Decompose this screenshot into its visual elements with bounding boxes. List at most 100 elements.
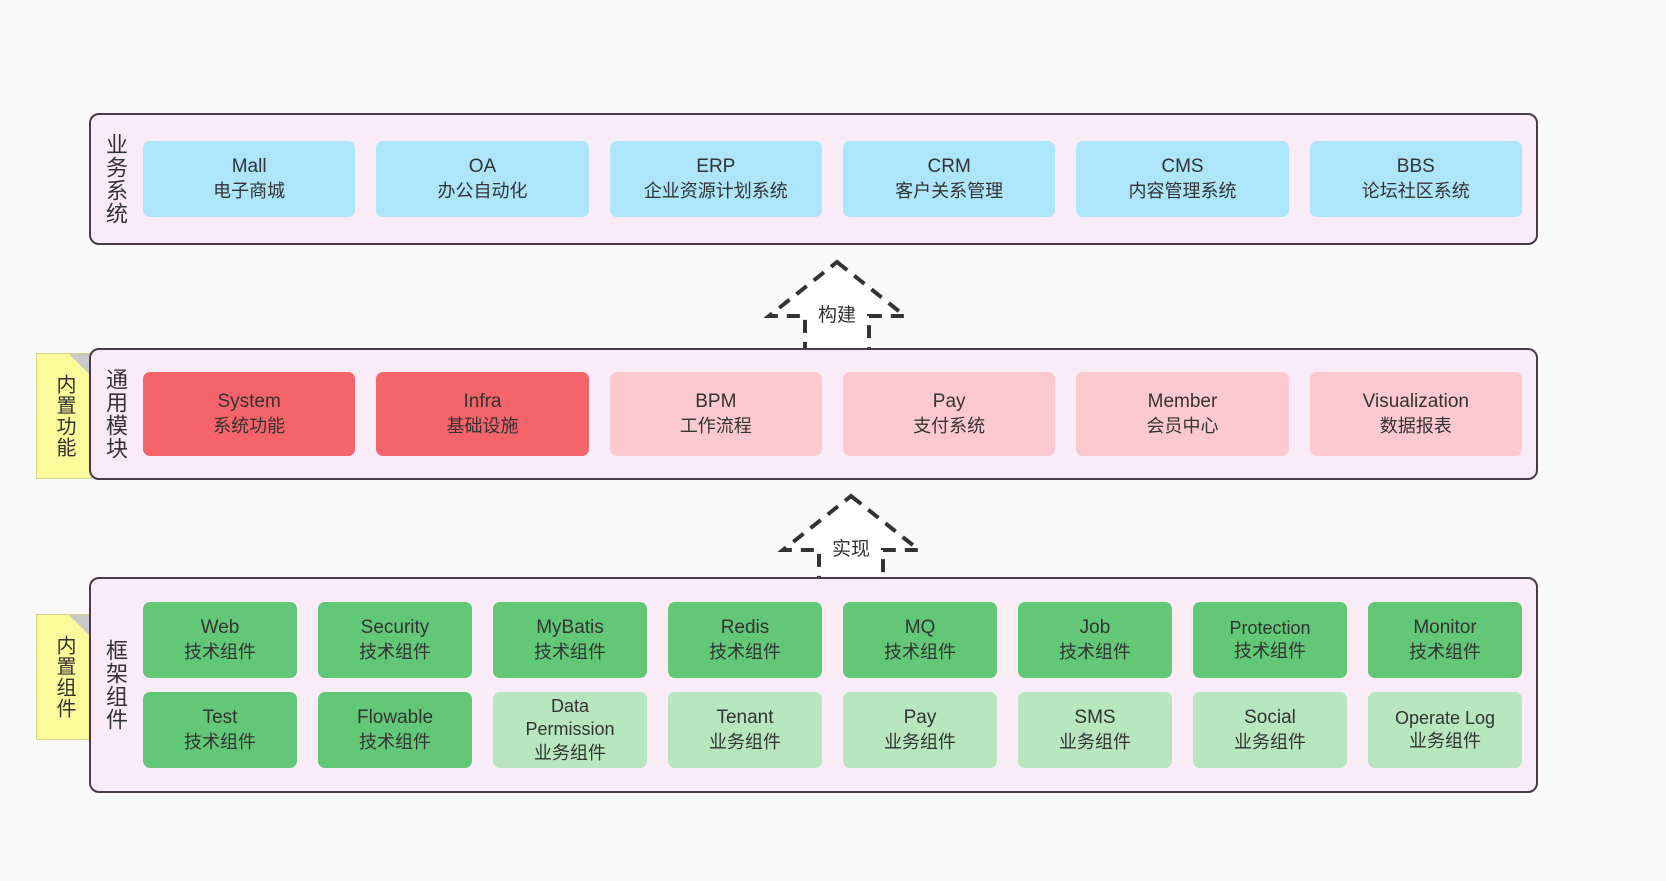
card-subtitle: 会员中心 <box>1146 415 1219 436</box>
card-social[interactable]: Social 业务组件 <box>1193 692 1347 768</box>
card-test[interactable]: Test 技术组件 <box>143 692 297 768</box>
note-fold-corner <box>69 354 91 376</box>
card-subtitle: 企业资源计划系统 <box>643 180 788 201</box>
card-infra[interactable]: Infra 基础设施 <box>376 372 589 456</box>
card-title: Protection <box>1229 617 1311 638</box>
card-bbs[interactable]: BBS 论坛社区系统 <box>1309 141 1522 217</box>
card-pay-component[interactable]: Pay 业务组件 <box>843 692 997 768</box>
card-row: Web 技术组件 Security 技术组件 MyBatis 技术组件 Redi… <box>143 602 1522 678</box>
card-row: System 系统功能 Infra 基础设施 BPM 工作流程 Pay 支付系统… <box>143 372 1522 456</box>
card-bpm[interactable]: BPM 工作流程 <box>609 372 822 456</box>
card-security[interactable]: Security 技术组件 <box>318 602 472 678</box>
card-title: Pay <box>903 706 937 728</box>
layer-title-business-system: 业务系统 <box>102 133 128 225</box>
card-job[interactable]: Job 技术组件 <box>1018 602 1172 678</box>
card-system[interactable]: System 系统功能 <box>143 372 356 456</box>
card-subtitle: 系统功能 <box>213 415 286 436</box>
card-title: CRM <box>927 155 971 177</box>
card-subtitle: 业务组件 <box>884 731 956 752</box>
card-web[interactable]: Web 技术组件 <box>143 602 297 678</box>
card-title: Infra <box>463 390 502 412</box>
card-subtitle: 技术组件 <box>709 641 781 662</box>
card-row: Test 技术组件 Flowable 技术组件 Data Permission … <box>143 692 1522 768</box>
arrow-build: 构建 <box>757 258 917 356</box>
card-subtitle: 技术组件 <box>184 641 256 662</box>
layer-body-framework-component: Web 技术组件 Security 技术组件 MyBatis 技术组件 Redi… <box>139 579 1536 791</box>
card-subtitle: 技术组件 <box>359 731 431 752</box>
card-tenant[interactable]: Tenant 业务组件 <box>668 692 822 768</box>
card-sms[interactable]: SMS 业务组件 <box>1018 692 1172 768</box>
card-title: OA <box>468 155 497 177</box>
arrow-implement-shape <box>777 493 925 588</box>
card-mall[interactable]: Mall 电子商城 <box>143 141 356 217</box>
card-title: MQ <box>904 616 936 638</box>
note-builtin-features: 内置功能 <box>36 353 92 479</box>
card-row: Mall 电子商城 OA 办公自动化 ERP 企业资源计划系统 CRM 客户关系… <box>143 141 1522 217</box>
card-redis[interactable]: Redis 技术组件 <box>668 602 822 678</box>
card-subtitle: 技术组件 <box>1234 641 1306 661</box>
card-crm[interactable]: CRM 客户关系管理 <box>842 141 1056 217</box>
card-title: Redis <box>720 616 770 638</box>
card-subtitle: 技术组件 <box>1059 641 1131 662</box>
card-title: MyBatis <box>536 616 604 638</box>
card-title: Tenant <box>716 706 774 728</box>
card-cms[interactable]: CMS 内容管理系统 <box>1076 141 1289 217</box>
card-title: Mall <box>231 155 267 177</box>
card-title: SMS <box>1074 706 1116 728</box>
card-operate-log[interactable]: Operate Log 业务组件 <box>1368 692 1522 768</box>
card-title: Social <box>1244 706 1296 728</box>
card-protection[interactable]: Protection 技术组件 <box>1193 602 1347 678</box>
card-title: Data Permission <box>525 695 615 740</box>
card-oa[interactable]: OA 办公自动化 <box>376 141 589 217</box>
card-subtitle: 业务组件 <box>1409 731 1481 751</box>
card-title: Operate Log <box>1394 707 1496 728</box>
card-subtitle: 业务组件 <box>1234 731 1306 752</box>
card-monitor[interactable]: Monitor 技术组件 <box>1368 602 1522 678</box>
card-subtitle: 技术组件 <box>884 641 956 662</box>
card-subtitle: 工作流程 <box>679 415 752 436</box>
card-subtitle: 业务组件 <box>534 742 606 763</box>
layer-business-system: 业务系统 Mall 电子商城 OA 办公自动化 ERP 企业资源计划系统 CRM… <box>89 113 1538 245</box>
note-label: 内置功能 <box>53 374 75 458</box>
card-title: Web <box>200 616 240 638</box>
note-label: 内置组件 <box>53 635 75 719</box>
card-subtitle: 业务组件 <box>709 731 781 752</box>
note-fold-corner <box>69 615 91 637</box>
card-title: Member <box>1147 390 1218 412</box>
card-subtitle: 内容管理系统 <box>1128 180 1237 201</box>
card-title: Flowable <box>356 706 434 728</box>
arrow-build-shape <box>763 259 911 354</box>
card-title: Pay <box>932 390 966 412</box>
card-subtitle: 数据报表 <box>1379 415 1452 436</box>
card-mq[interactable]: MQ 技术组件 <box>843 602 997 678</box>
card-pay[interactable]: Pay 支付系统 <box>842 372 1056 456</box>
card-subtitle: 电子商城 <box>213 180 286 201</box>
card-title: System <box>217 390 281 412</box>
card-subtitle: 技术组件 <box>1409 641 1481 662</box>
card-visualization[interactable]: Visualization 数据报表 <box>1309 372 1522 456</box>
card-title: ERP <box>696 155 736 177</box>
card-mybatis[interactable]: MyBatis 技术组件 <box>493 602 647 678</box>
card-subtitle: 技术组件 <box>184 731 256 752</box>
card-title: CMS <box>1161 155 1204 177</box>
card-flowable[interactable]: Flowable 技术组件 <box>318 692 472 768</box>
card-subtitle: 业务组件 <box>1059 731 1131 752</box>
card-title: Visualization <box>1362 390 1469 412</box>
card-title: Test <box>202 706 238 728</box>
card-subtitle: 技术组件 <box>534 641 606 662</box>
card-subtitle: 客户关系管理 <box>895 180 1004 201</box>
note-builtin-components: 内置组件 <box>36 614 92 740</box>
layer-body-business-system: Mall 电子商城 OA 办公自动化 ERP 企业资源计划系统 CRM 客户关系… <box>139 115 1536 243</box>
card-title: BBS <box>1396 155 1435 177</box>
card-erp[interactable]: ERP 企业资源计划系统 <box>609 141 822 217</box>
card-subtitle: 支付系统 <box>913 415 986 436</box>
card-title: Monitor <box>1413 616 1477 638</box>
card-member[interactable]: Member 会员中心 <box>1076 372 1289 456</box>
layer-framework-component: 框架组件 Web 技术组件 Security 技术组件 MyBatis 技术组件… <box>89 577 1538 793</box>
layer-common-module: 通用模块 System 系统功能 Infra 基础设施 BPM 工作流程 Pay… <box>89 348 1538 480</box>
card-title: Security <box>360 616 430 638</box>
layer-title-framework-component: 框架组件 <box>102 639 128 731</box>
card-subtitle: 技术组件 <box>359 641 431 662</box>
card-data-permission[interactable]: Data Permission 业务组件 <box>493 692 647 768</box>
